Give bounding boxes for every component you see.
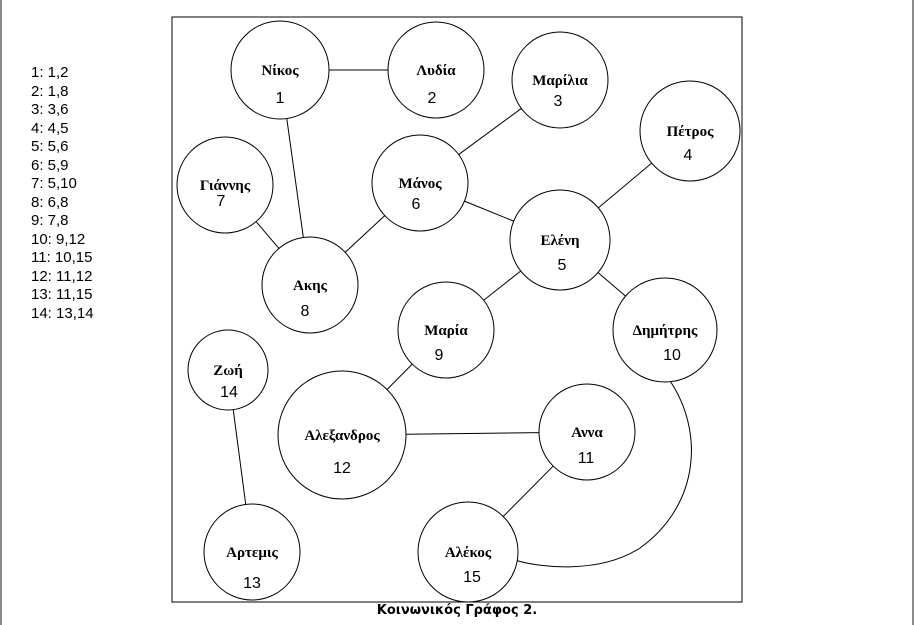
node-number: 1	[276, 90, 285, 107]
node-circle	[511, 31, 609, 129]
node-14: Ζωή 14	[187, 329, 269, 411]
node-number: 11	[578, 450, 595, 467]
edge-10-15	[514, 377, 692, 568]
node-number: 10	[663, 347, 681, 364]
node-number: 9	[435, 347, 444, 364]
node-number: 4	[684, 147, 693, 164]
edge-list-item: 14: 13,14	[31, 304, 94, 322]
window-left-border	[0, 0, 2, 625]
edge-3-6	[458, 108, 522, 155]
edge-list-item: 9: 7,8	[31, 212, 69, 229]
figure-caption: Κοινωνικός Γράφος 2.	[376, 603, 538, 618]
node-circle	[397, 281, 495, 379]
node-3: Μαρίλια 3	[511, 31, 609, 129]
node-10: Δημήτρης 10	[612, 277, 718, 383]
node-11: Αννα 11	[538, 383, 636, 481]
node-4: Πέτρος 4	[639, 80, 741, 182]
node-circle	[639, 80, 741, 182]
edge-1-8	[286, 118, 304, 238]
edge-list-item: 7: 5,10	[31, 175, 77, 192]
node-number: 6	[412, 196, 421, 213]
edge-list-item: 4: 4,5	[31, 119, 69, 137]
node-name: Δημήτρης	[633, 323, 698, 339]
node-name: Ελένη	[540, 233, 579, 249]
node-name: Μαρίλια	[532, 73, 588, 89]
node-name: Αλέκος	[445, 545, 492, 561]
edge-5-10	[597, 272, 626, 297]
edge-6-8	[344, 215, 386, 253]
node-number: 12	[333, 460, 351, 477]
node-number: 3	[554, 93, 563, 110]
node-name: Λυδία	[416, 63, 456, 79]
node-name: Αννα	[571, 425, 603, 441]
edge-list-item: 5: 5,6	[31, 138, 69, 155]
node-number: 13	[243, 575, 261, 592]
edge-list-item: 11: 10,15	[31, 249, 93, 266]
node-name: Νίκος	[261, 63, 299, 79]
node-circle	[176, 136, 274, 234]
node-1: Νίκος 1	[230, 20, 330, 120]
node-circle	[371, 134, 469, 232]
node-name: Γιάννης	[200, 178, 251, 194]
edge-list-item: 3: 3,6	[31, 101, 69, 118]
node-9: Μαρία 9	[397, 281, 495, 379]
node-number: 2	[428, 90, 437, 107]
edge-5-9	[483, 270, 522, 301]
edge-7-8	[255, 221, 280, 249]
edge-list-item: 13: 11,15	[31, 286, 93, 303]
node-8: Ακης 8	[261, 236, 359, 334]
edge-11-12	[405, 432, 540, 435]
node-number: 14	[220, 384, 238, 401]
node-circle	[230, 20, 330, 120]
edge-9-12	[386, 363, 413, 390]
node-13: Αρτεμις 13	[203, 503, 301, 601]
node-15: Αλέκος 15	[417, 501, 519, 603]
edge-4-5	[597, 162, 653, 209]
node-name: Ζωή	[213, 363, 243, 379]
node-number: 5	[558, 257, 567, 274]
node-name: Αλεξανδρος	[304, 428, 380, 444]
edge-list-item: 8: 6,8	[31, 193, 69, 211]
node-name: Ακης	[293, 278, 328, 294]
edge-11-15	[502, 465, 554, 517]
node-name: Πέτρος	[667, 124, 715, 140]
node-2: Λυδία 2	[387, 21, 485, 119]
node-number: 7	[217, 193, 226, 210]
node-6: Μάνος 6	[371, 134, 469, 232]
node-circle	[538, 383, 636, 481]
node-circle	[261, 236, 359, 334]
node-circle	[203, 503, 301, 601]
node-name: Μαρία	[424, 323, 468, 339]
node-circle	[277, 370, 407, 500]
window-right-border	[912, 0, 914, 625]
node-circle	[417, 501, 519, 603]
edge-list-item: 6: 5,9	[31, 156, 69, 174]
node-circle	[187, 329, 269, 411]
node-circle	[509, 189, 611, 291]
edge-list: 1: 1,2 2: 1,8 3: 3,6 4: 4,5 5: 5,6 6: 5,…	[31, 64, 94, 323]
node-5: Ελένη 5	[509, 189, 611, 291]
node-name: Αρτεμις	[226, 545, 278, 561]
node-circle	[612, 277, 718, 383]
node-number: 15	[463, 569, 481, 586]
edge-list-item: 10: 9,12	[31, 230, 86, 248]
node-number: 8	[301, 303, 310, 320]
edge-list-item: 12: 11,12	[31, 267, 93, 285]
edge-list-item: 1: 1,2	[31, 64, 69, 81]
edge-list-item: 2: 1,8	[31, 82, 69, 100]
graph-edges	[232, 69, 692, 568]
edge-13-14	[232, 409, 247, 505]
node-circle	[387, 21, 485, 119]
node-name: Μάνος	[398, 176, 442, 192]
edge-5-6	[464, 200, 514, 222]
node-12: Αλεξανδρος 12	[277, 370, 407, 500]
graph-frame	[171, 16, 743, 603]
